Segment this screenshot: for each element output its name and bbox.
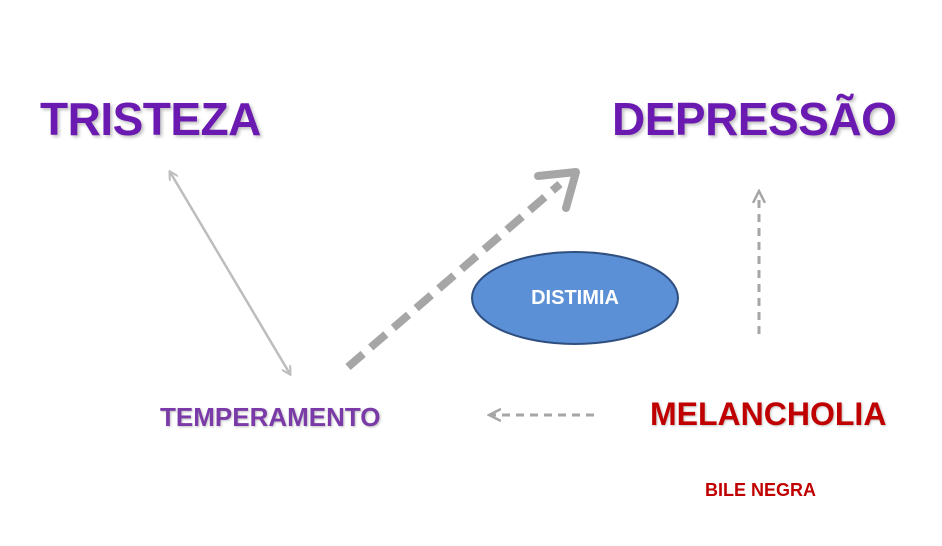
link-tristeza-temperamento — [170, 172, 290, 374]
node-temperamento: TEMPERAMENTO — [160, 402, 381, 432]
link-temperamento-depressao — [345, 168, 580, 371]
node-bile-negra: BILE NEGRA — [705, 480, 817, 500]
distimia-ellipse — [471, 251, 679, 345]
node-melancholia: MELANCHOLIA — [650, 396, 887, 432]
node-depressao: DEPRESSÃO — [612, 93, 897, 145]
node-tristeza: TRISTEZA — [40, 93, 261, 145]
